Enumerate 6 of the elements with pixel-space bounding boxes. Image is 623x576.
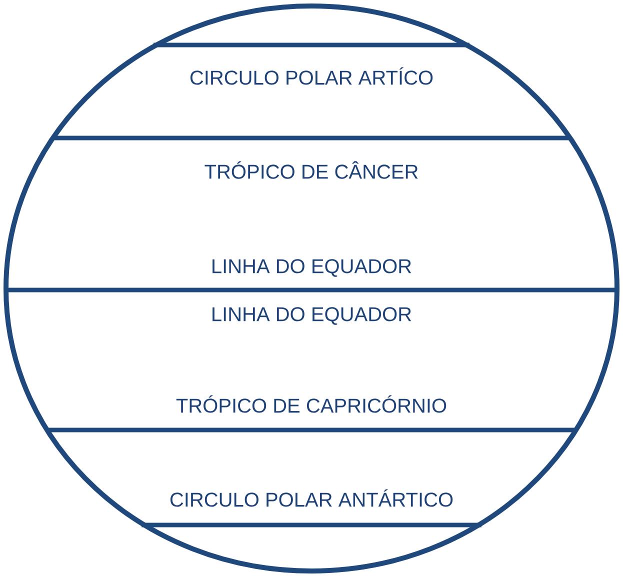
latitude-label: CIRCULO POLAR ANTÁRTICO [170,489,453,507]
latitude-label: CIRCULO POLAR ARTÍCO [190,67,433,85]
latitude-label: LINHA DO EQUADOR [212,259,412,277]
latitude-label: TRÓPICO DE CAPRICÓRNIO [176,395,446,413]
latitude-label: LINHA DO EQUADOR [212,307,412,325]
latitude-label: TRÓPICO DE CÂNCER [204,161,418,179]
